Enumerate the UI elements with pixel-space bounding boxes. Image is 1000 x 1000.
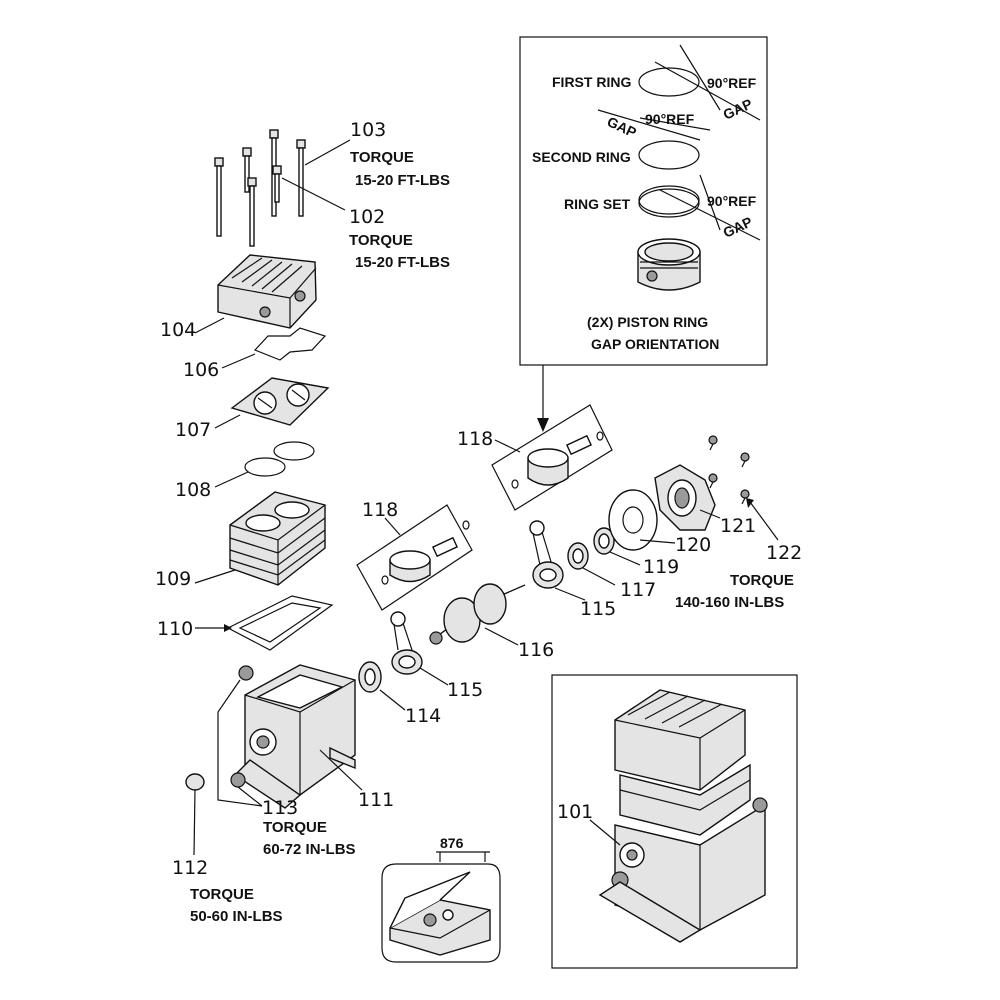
torque-value-102: 15-20 FT-LBS <box>355 254 450 271</box>
part-number-107: 107 <box>175 419 211 441</box>
torque-label-102: TORQUE <box>349 232 413 249</box>
detail-piston <box>637 238 701 291</box>
end-cover <box>654 464 716 531</box>
o-ring-left <box>244 457 286 477</box>
ring-caption-line1: (2X) PISTON RING <box>587 314 708 330</box>
part-number-117: 117 <box>620 579 656 601</box>
part-number-104: 104 <box>160 319 196 341</box>
part-number-110: 110 <box>157 618 193 640</box>
second-ring <box>638 140 700 170</box>
cylinder-block <box>229 491 326 586</box>
ring-set-label: RING SET <box>564 196 631 212</box>
part-number-115-rear: 115 <box>580 598 616 620</box>
torque-label-122: TORQUE <box>730 572 794 589</box>
crankshaft <box>429 583 526 645</box>
second-ring-label: SECOND RING <box>532 149 631 165</box>
part-number-121: 121 <box>720 515 756 537</box>
head-bolts <box>214 129 351 247</box>
gap-label-1: GAP <box>721 95 755 122</box>
cylinder-head <box>217 254 317 329</box>
part-number-108: 108 <box>175 479 211 501</box>
part-number-118-front: 118 <box>362 499 398 521</box>
valve-plate <box>230 377 330 426</box>
part-number-119: 119 <box>643 556 679 578</box>
ring-set <box>638 185 700 215</box>
torque-value-122: 140-160 IN-LBS <box>675 594 784 611</box>
torque-label-103: TORQUE <box>350 149 414 166</box>
gap-label-3: GAP <box>721 213 755 240</box>
part-number-102: 102 <box>349 206 385 228</box>
connecting-rod-front <box>390 611 423 675</box>
cover-screws <box>708 435 750 505</box>
torque-label-112: TORQUE <box>190 886 254 903</box>
first-ring <box>638 67 700 97</box>
torque-value-112: 50-60 IN-LBS <box>190 908 283 925</box>
end-cover-gasket <box>608 489 658 551</box>
connecting-rod-rear <box>529 520 564 589</box>
ref-label-1: 90°REF <box>707 75 757 91</box>
part-number-101: 101 <box>557 801 593 823</box>
oil-cap <box>185 773 205 791</box>
ring-detail-panel: FIRST RING 90°REF GAP SECOND RING 90°REF… <box>519 36 768 366</box>
piston-kit-rear <box>491 404 613 511</box>
part-number-113: 113 <box>262 797 298 819</box>
head-gasket <box>253 327 327 361</box>
o-ring-right <box>273 441 315 461</box>
crankcase <box>233 664 356 809</box>
part-number-116: 116 <box>518 639 554 661</box>
part-number-115-front: 115 <box>447 679 483 701</box>
part-number-111: 111 <box>358 789 394 811</box>
part-number-120: 120 <box>675 534 711 556</box>
plug-upper <box>238 665 254 681</box>
gap-label-2: GAP <box>605 113 639 140</box>
first-ring-label: FIRST RING <box>552 74 631 90</box>
torque-value-113: 60-72 IN-LBS <box>263 841 356 858</box>
pump-assembly-panel: 101 <box>551 674 798 969</box>
assembled-pump <box>598 689 768 943</box>
part-number-122: 122 <box>766 542 802 564</box>
part-number-114: 114 <box>405 705 441 727</box>
plug-lower <box>230 772 246 788</box>
kit-876: 876 <box>381 835 501 963</box>
part-number-118-rear: 118 <box>457 428 493 450</box>
part-number-112: 112 <box>172 857 208 879</box>
ref-label-2: 90°REF <box>645 111 695 127</box>
piston-kit-front <box>356 504 473 611</box>
torque-label-113: TORQUE <box>263 819 327 836</box>
part-number-876: 876 <box>440 835 464 851</box>
ring-caption-line2: GAP ORIENTATION <box>591 336 719 352</box>
part-number-109: 109 <box>155 568 191 590</box>
base-gasket <box>226 595 334 651</box>
torque-value-103: 15-20 FT-LBS <box>355 172 450 189</box>
part-number-103: 103 <box>350 119 386 141</box>
part-number-106: 106 <box>183 359 219 381</box>
ref-label-3: 90°REF <box>707 193 757 209</box>
